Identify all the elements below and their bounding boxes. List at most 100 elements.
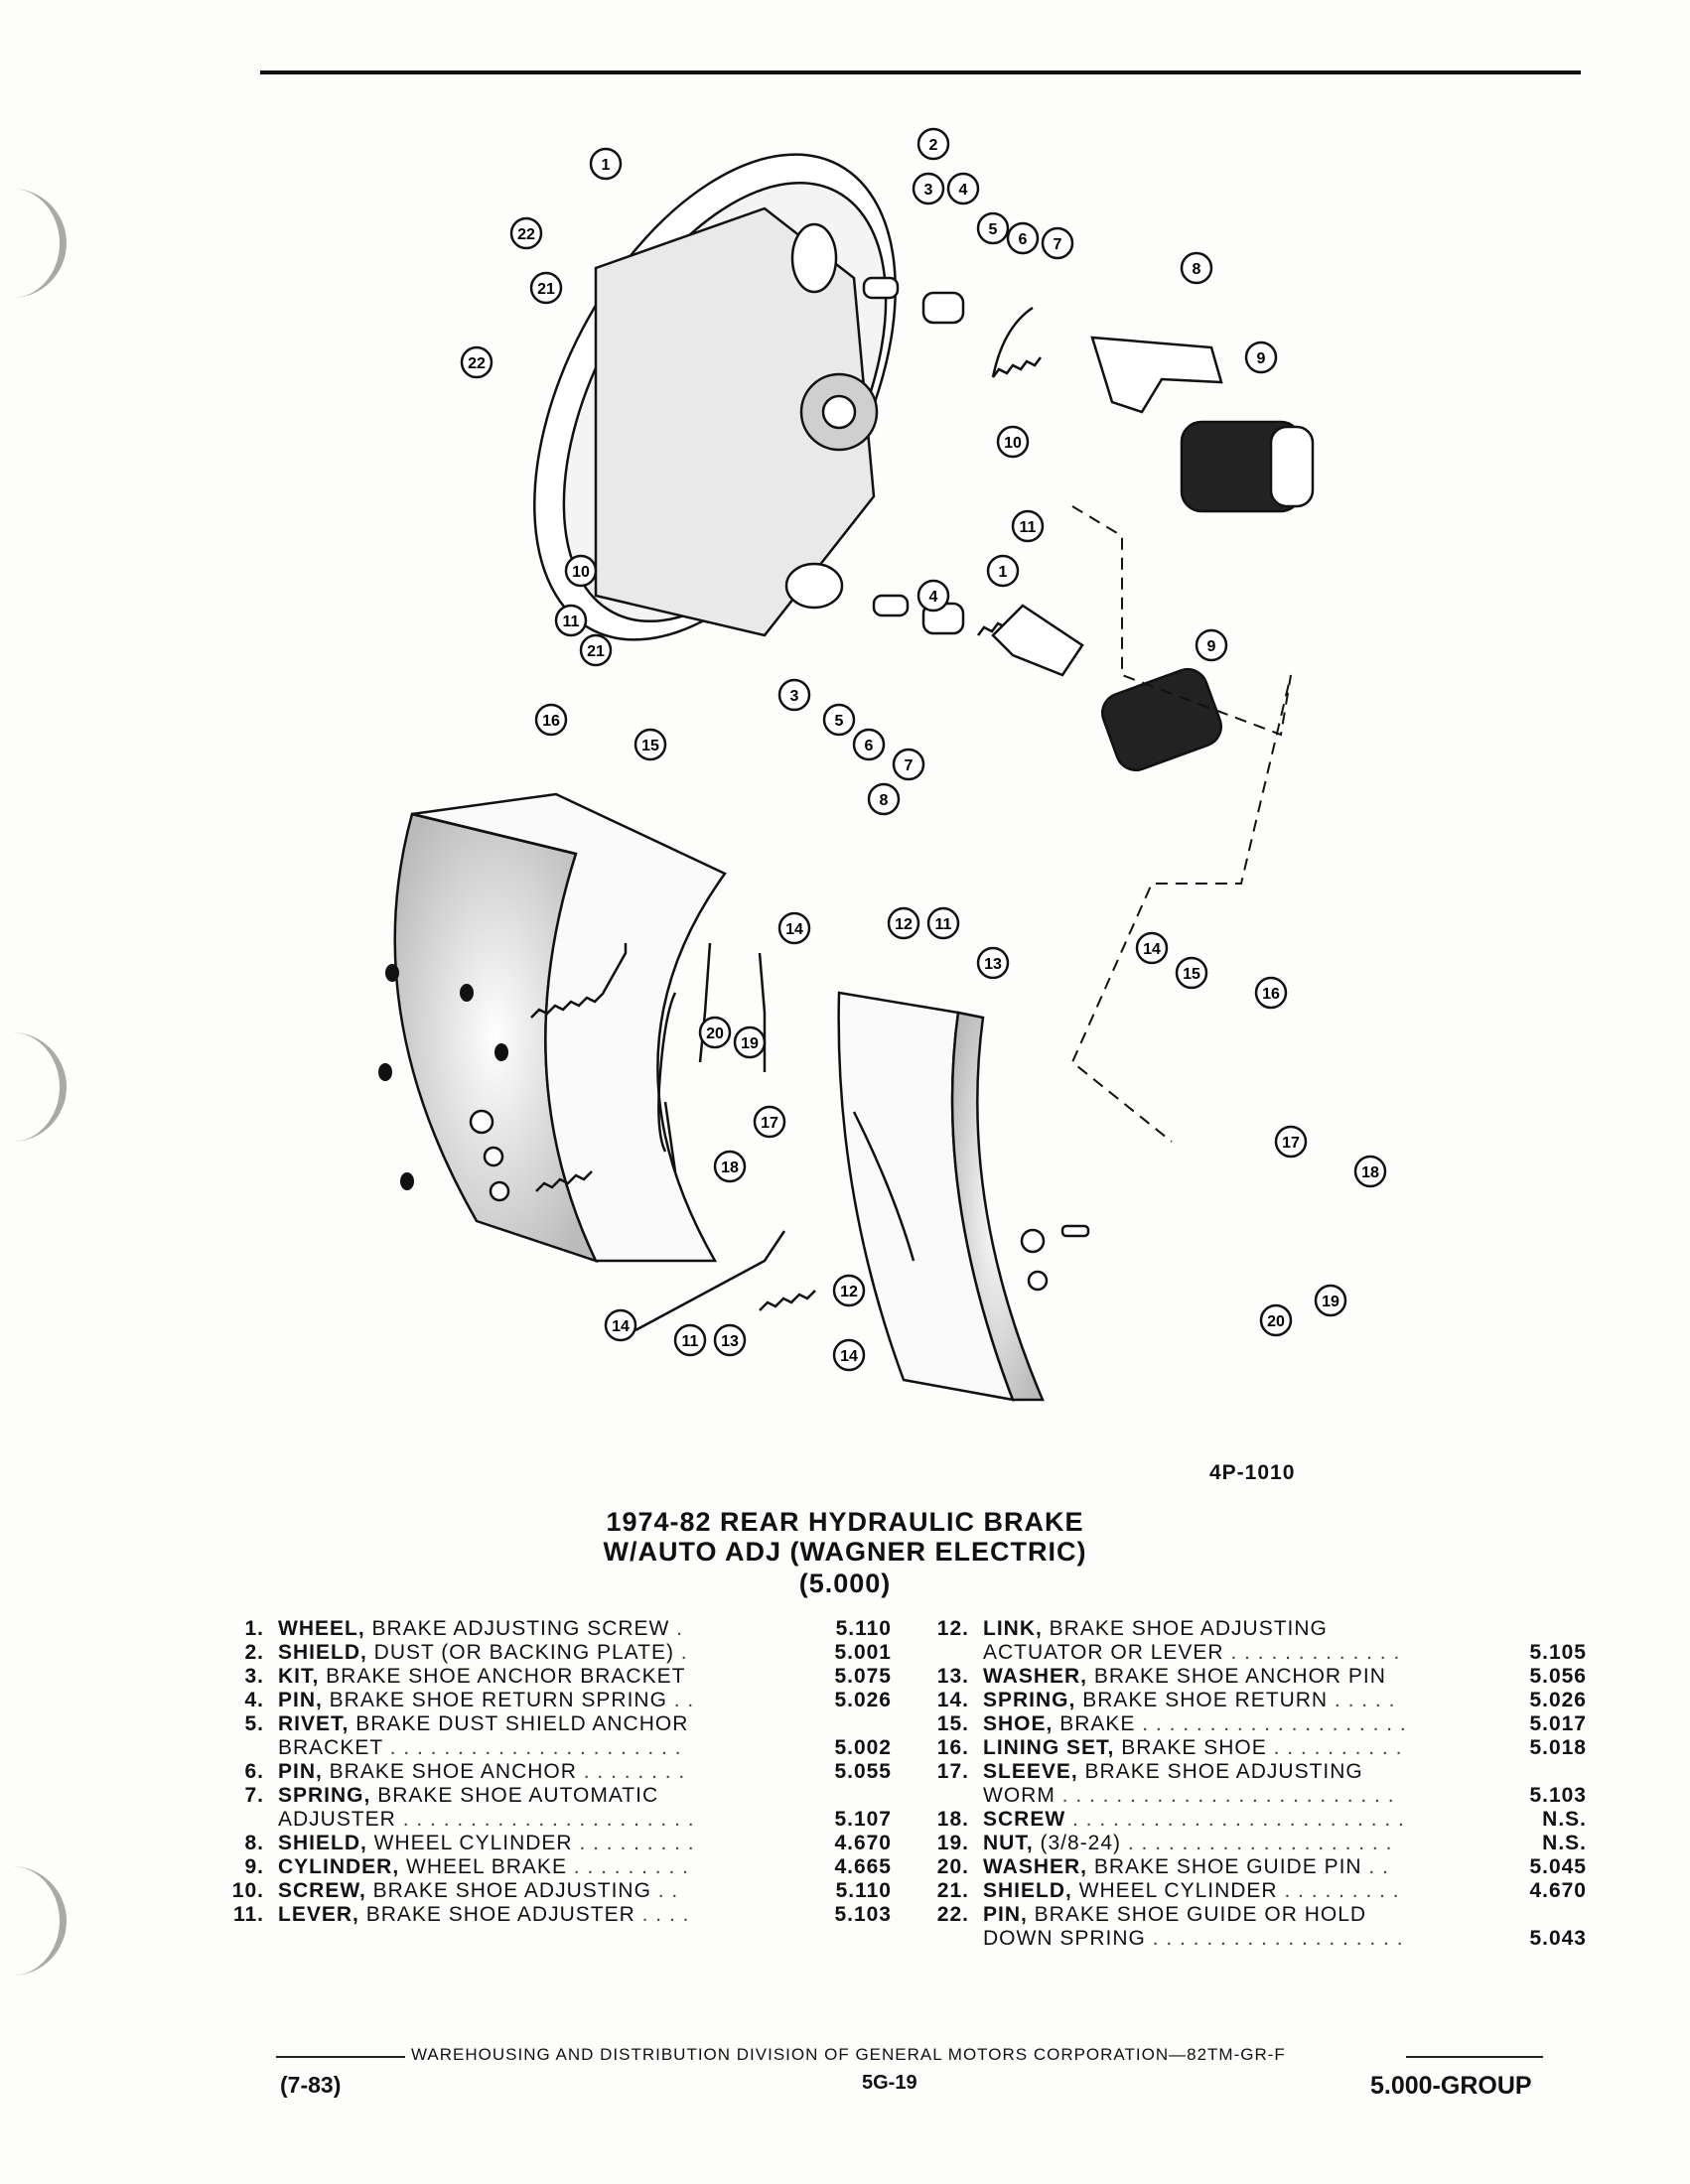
part-name: LEVER, BRAKE SHOE ADJUSTER . . . .: [278, 1903, 690, 1926]
part-group-code: 5.056: [1529, 1665, 1587, 1688]
backing-plate: [533, 153, 897, 641]
callout-label: 15: [1183, 966, 1200, 983]
part-group-code: 5.018: [1529, 1736, 1587, 1759]
part-number: 9.: [244, 1855, 264, 1878]
callout-label: 16: [1262, 986, 1280, 1003]
callout-circle: [1135, 931, 1169, 965]
callout-circle: [892, 748, 925, 781]
small-hardware: [469, 1109, 1090, 1292]
callout-circle: [976, 211, 1010, 245]
part-group-code: N.S.: [1542, 1808, 1587, 1831]
binder-hole: [0, 1032, 67, 1142]
right-brake-shoe: [837, 991, 1045, 1402]
part-name: DOWN SPRING . . . . . . . . . . . . . . …: [983, 1927, 1404, 1950]
part-number: 12.: [936, 1617, 969, 1640]
callout-label: 22: [468, 355, 486, 372]
callout-circle: [713, 1323, 747, 1357]
callout-circle: [912, 172, 945, 205]
part-number: 3.: [244, 1665, 264, 1688]
part-number: 2.: [244, 1641, 264, 1664]
callout-label: 16: [542, 713, 560, 730]
callout-label: 22: [517, 226, 535, 243]
part-name: BRACKET . . . . . . . . . . . . . . . . …: [278, 1736, 682, 1759]
callout-circle: [589, 147, 623, 181]
callout-label: 1: [999, 564, 1008, 581]
parts-list-row: 8.SHIELD, WHEEL CYLINDER . . . . . . . .…: [220, 1832, 892, 1855]
part-name: SCREW, BRAKE SHOE ADJUSTING . .: [278, 1879, 679, 1902]
part-name: PIN, BRAKE SHOE RETURN SPRING . .: [278, 1689, 695, 1711]
parts-list-row: 6.PIN, BRAKE SHOE ANCHOR . . . . . . . .…: [220, 1760, 892, 1784]
callout-circle: [916, 127, 950, 161]
callout-label: 6: [1019, 231, 1028, 248]
callout-circle: [1006, 221, 1040, 255]
left-brake-shoe: [378, 792, 727, 1264]
page-title-line2: W/AUTO ADJ (WAGNER ELECTRIC): [603, 1537, 1087, 1567]
callout-circle: [1180, 251, 1213, 285]
callout-label: 4: [959, 182, 968, 199]
callout-circle: [946, 172, 980, 205]
callout-circle: [832, 1274, 866, 1307]
part-group-code: 5.075: [834, 1665, 892, 1688]
part-name: PIN, BRAKE SHOE GUIDE OR HOLD: [983, 1903, 1367, 1926]
part-name: ADJUSTER . . . . . . . . . . . . . . . .…: [278, 1808, 695, 1831]
callout-label: 3: [924, 182, 933, 199]
callout-label: 1: [602, 157, 611, 174]
callout-circle: [733, 1025, 767, 1059]
callout-label: 20: [1267, 1313, 1285, 1330]
part-group-code: 5.001: [834, 1641, 892, 1664]
parts-list-row: 4.PIN, BRAKE SHOE RETURN SPRING . .5.026: [220, 1689, 892, 1712]
callout-circle: [753, 1105, 786, 1139]
parts-list-row: 5.RIVET, BRAKE DUST SHIELD ANCHOR: [220, 1712, 892, 1736]
part-group-code: 5.103: [834, 1903, 892, 1926]
parts-list-row: 16.LINING SET, BRAKE SHOE . . . . . . . …: [925, 1736, 1587, 1760]
part-name: LINING SET, BRAKE SHOE . . . . . . . . .…: [983, 1736, 1403, 1759]
callout-circle: [852, 728, 886, 761]
callout-label: 11: [682, 1333, 699, 1350]
footer-group: 5.000-GROUP: [1370, 2072, 1532, 2100]
page-title-line1: 1974-82 REAR HYDRAULIC BRAKE: [606, 1507, 1084, 1537]
part-name: SHOE, BRAKE . . . . . . . . . . . . . . …: [983, 1712, 1407, 1735]
callout-label: 9: [1207, 638, 1216, 655]
part-number: 4.: [244, 1689, 264, 1711]
parts-list-row: 9.CYLINDER, WHEEL BRAKE . . . . . . . . …: [220, 1855, 892, 1879]
part-name: SLEEVE, BRAKE SHOE ADJUSTING: [983, 1760, 1363, 1783]
callout-circle: [822, 703, 856, 737]
callout-circle: [713, 1150, 747, 1183]
callout-circle: [1175, 956, 1208, 990]
parts-list-row: 21.SHIELD, WHEEL CYLINDER . . . . . . . …: [925, 1879, 1587, 1903]
callout-label: 13: [984, 956, 1002, 973]
part-name: PIN, BRAKE SHOE ANCHOR . . . . . . . .: [278, 1760, 686, 1783]
part-group-code: 5.017: [1529, 1712, 1587, 1735]
part-number: 10.: [231, 1879, 264, 1902]
parts-list-row: 7.SPRING, BRAKE SHOE AUTOMATIC: [220, 1784, 892, 1808]
part-group-code: 5.110: [835, 1879, 892, 1902]
footer-rule-left: [276, 2056, 405, 2058]
parts-list-row: 19.NUT, (3/8-24) . . . . . . . . . . . .…: [925, 1832, 1587, 1855]
callout-circle: [777, 678, 811, 712]
part-number: 15.: [936, 1712, 969, 1735]
callout-label: 6: [865, 738, 874, 754]
parts-list-row: 20.WASHER, BRAKE SHOE GUIDE PIN . .5.045: [925, 1855, 1587, 1879]
callout-label: 11: [563, 614, 580, 630]
parts-list-row: 15. SHOE, BRAKE . . . . . . . . . . . . .…: [925, 1712, 1587, 1736]
callout-circle: [564, 554, 598, 588]
callout-circle: [867, 782, 901, 816]
callout-label: 12: [840, 1284, 858, 1300]
part-number: 7.: [244, 1784, 264, 1807]
callout-label: 11: [1020, 519, 1037, 536]
part-name: NUT, (3/8-24) . . . . . . . . . . . . . …: [983, 1832, 1393, 1854]
parts-list-row: 22.PIN, BRAKE SHOE GUIDE OR HOLD: [925, 1903, 1587, 1927]
part-name: WHEEL, BRAKE ADJUSTING SCREW .: [278, 1617, 684, 1640]
callout-group: 1123344556677889910101111111112121313141…: [460, 127, 1387, 1372]
part-group-code: 5.107: [834, 1808, 892, 1831]
callout-circle: [926, 906, 960, 940]
part-group-code: 4.670: [1529, 1879, 1587, 1902]
phantom-line: [1070, 505, 1292, 1143]
callout-circle: [509, 216, 543, 250]
footer-corporation: WAREHOUSING AND DISTRIBUTION DIVISION OF…: [411, 2045, 1286, 2064]
callout-label: 18: [721, 1160, 739, 1176]
callout-label: 7: [905, 757, 914, 774]
callout-circle: [1041, 226, 1074, 260]
parts-list-row: ADJUSTER . . . . . . . . . . . . . . . .…: [220, 1808, 892, 1832]
